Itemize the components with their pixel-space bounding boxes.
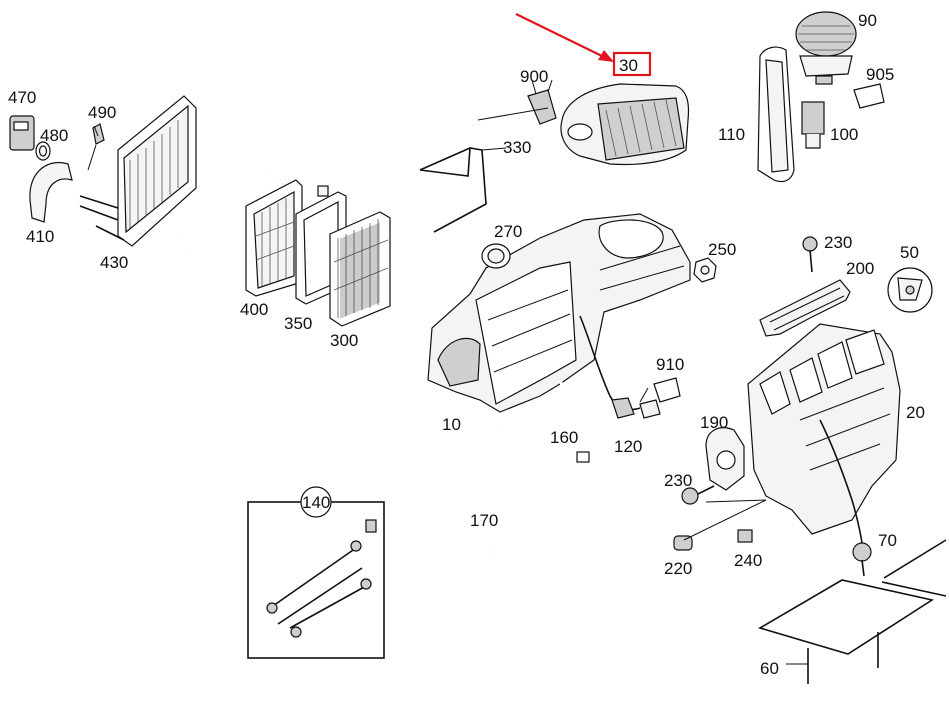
part-230-screw-bottom	[681, 485, 715, 505]
label-430: 430	[100, 253, 128, 272]
label-20: 20	[906, 403, 925, 422]
wire-harness-120	[579, 315, 661, 419]
label-30: 30	[619, 56, 638, 75]
label-490: 490	[88, 103, 116, 122]
label-110: 110	[718, 125, 745, 144]
part-160-drain-hose	[558, 379, 590, 463]
label-230-bottom: 230	[664, 471, 692, 490]
part-480-seal-ring	[35, 141, 51, 161]
highlight-box	[612, 51, 652, 77]
label-50: 50	[900, 243, 919, 262]
part-90-blower-motor	[795, 11, 857, 85]
part-220-clip	[673, 499, 767, 551]
label-160: 160	[550, 428, 578, 447]
label-140: 140	[302, 493, 330, 512]
label-470: 470	[8, 88, 36, 107]
part-30-blower-housing	[560, 83, 690, 166]
part-110-air-duct	[757, 46, 795, 183]
label-900: 900	[520, 67, 548, 86]
label-250: 250	[708, 240, 736, 259]
part-490-clip	[87, 123, 105, 171]
label-350: 350	[284, 314, 312, 333]
label-190: 190	[700, 413, 728, 432]
label-480: 480	[40, 126, 68, 145]
part-10-main-housing	[427, 213, 691, 413]
part-410-hose-bracket	[29, 162, 73, 223]
label-10: 10	[442, 415, 461, 434]
part-400-evaporator	[245, 179, 303, 297]
leader-lines	[93, 125, 767, 503]
part-270-seal	[481, 243, 511, 269]
part-330-duct-line	[419, 107, 549, 233]
label-400: 400	[240, 300, 268, 319]
label-120: 120	[614, 437, 642, 456]
part-140-kit-box	[247, 486, 385, 659]
part-50-cover	[887, 267, 933, 313]
label-905: 905	[866, 65, 894, 84]
label-230-top: 230	[824, 233, 852, 252]
label-240: 240	[734, 551, 762, 570]
highlight-arrow	[515, 13, 614, 62]
label-220: 220	[664, 559, 692, 578]
label-90: 90	[858, 11, 877, 30]
label-100: 100	[830, 125, 858, 144]
label-330: 330	[503, 138, 531, 157]
part-190-actuator	[705, 427, 745, 491]
part-900-bracket	[527, 79, 557, 125]
label-170: 170	[470, 511, 498, 530]
part-910-clip	[653, 377, 681, 403]
label-300: 300	[330, 331, 358, 350]
part-240-clip	[737, 529, 753, 543]
part-170-drain-pipe	[488, 429, 517, 554]
part-70-screw	[852, 542, 872, 577]
part-20-distributor	[747, 323, 901, 557]
label-910: 910	[656, 355, 684, 374]
label-60: 60	[760, 659, 779, 678]
part-60-panel-outline	[758, 539, 947, 684]
part-470-connector	[9, 115, 35, 151]
part-230-screw-top	[802, 236, 818, 273]
label-270: 270	[494, 222, 522, 241]
part-200-frame	[759, 279, 851, 337]
part-100-resistor	[801, 101, 825, 149]
label-200: 200	[846, 259, 874, 278]
part-430-heater-core	[79, 95, 197, 247]
label-410: 410	[26, 227, 54, 246]
label-70: 70	[878, 531, 897, 550]
part-250-nut	[693, 257, 717, 283]
part-300-cabin-filter	[329, 211, 391, 327]
part-905-pad	[853, 83, 885, 109]
